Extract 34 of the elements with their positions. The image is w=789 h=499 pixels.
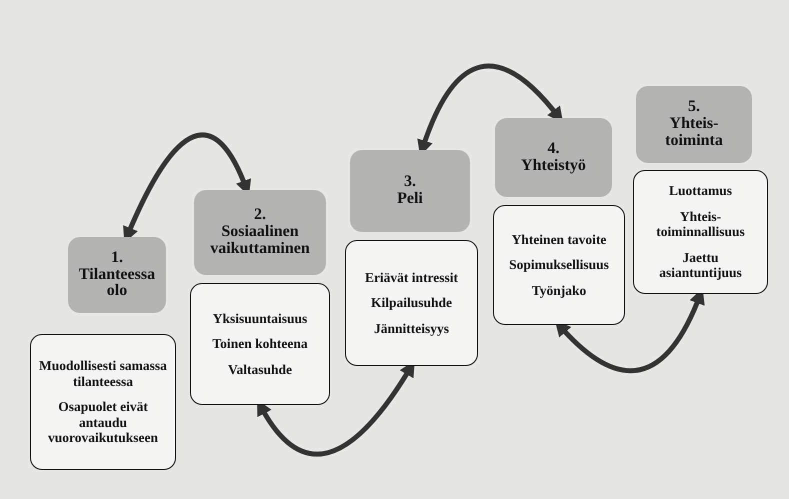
stage-trait: Yhteis- toiminnallisuus	[655, 208, 746, 240]
stage-trait: Jännitteisyys	[374, 320, 449, 336]
stage-description-box	[493, 205, 625, 325]
stage-number: 3.	[404, 174, 416, 191]
stage-header-box	[495, 118, 612, 197]
stage-header-box	[350, 150, 470, 232]
stage-title: Sosiaalinen vaikuttaminen	[209, 224, 311, 258]
stage-header-box	[68, 237, 166, 313]
stage-trait: Toinen kohteena	[212, 336, 308, 352]
stage-title: Peli	[397, 191, 423, 208]
stage-description-box	[633, 170, 768, 294]
stage-description-box	[345, 240, 478, 366]
stage-title: Yhteistyö	[521, 158, 586, 174]
stage-header-box	[194, 190, 326, 275]
stage-trait: Jaettu asiantuntijuus	[658, 250, 743, 281]
stage-trait: Yksisuuntaisuus	[212, 310, 308, 326]
stage-number: 5.	[688, 99, 700, 116]
stage-number: 1.	[111, 250, 123, 267]
stage-number: 2.	[254, 207, 266, 224]
stage-trait: Kilpailusuhde	[370, 295, 452, 311]
stage-description-box	[190, 283, 330, 405]
stage-trait: Työnjako	[532, 282, 586, 298]
stage-title: Yhteis- toiminta	[664, 116, 724, 150]
stage-trait: Valtasuhde	[228, 362, 292, 378]
stage-trait: Yhteinen tavoite	[512, 232, 606, 248]
stage-header-box	[636, 86, 752, 163]
stage-trait: Muodollisesti samassa tilanteessa	[38, 358, 168, 390]
stage-description-box	[30, 334, 176, 470]
stage-trait: Eriävät intressit	[364, 270, 458, 286]
stage-trait: Osapuolet eivät antaudu vuorovaikutukseen	[46, 399, 160, 446]
stage-trait: Luottamus	[668, 183, 732, 199]
stage-trait: Sopimuksellisuus	[509, 257, 609, 273]
stage-number: 4.	[548, 140, 560, 158]
stage-title: Tilanteessa olo	[78, 266, 156, 300]
